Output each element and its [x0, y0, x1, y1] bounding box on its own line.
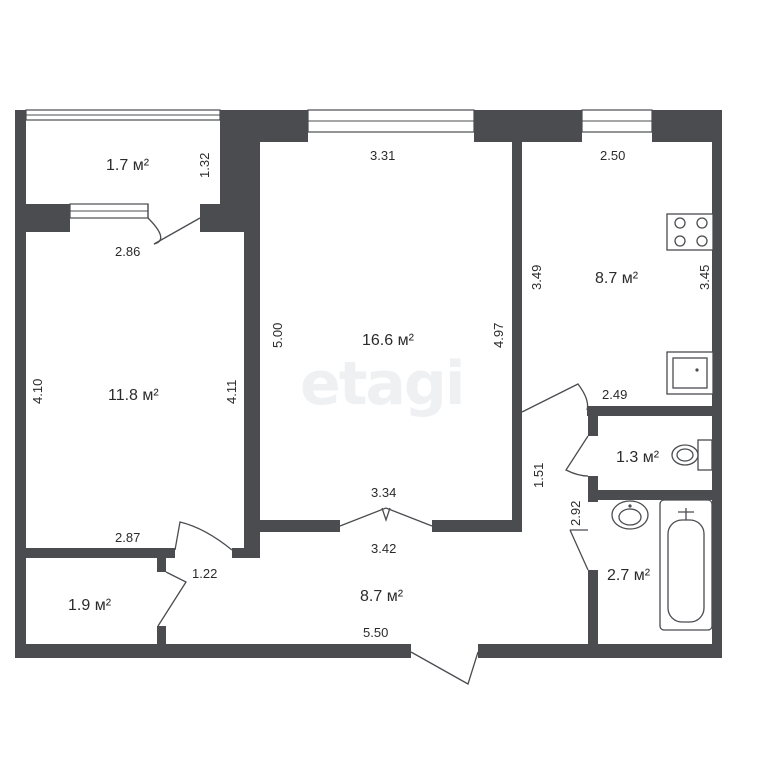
dim-living-top: 3.31 [370, 148, 395, 163]
dim-living-bottom: 3.34 [371, 485, 396, 500]
walls [15, 110, 722, 658]
dim-hall-bottom: 5.50 [363, 625, 388, 640]
dim-kitchen-left: 3.49 [529, 265, 544, 290]
dim-bath-height: 2.92 [568, 501, 583, 526]
dim-living-right: 4.97 [491, 323, 506, 348]
dim-living-left: 5.00 [270, 323, 285, 348]
area-toilet: 1.3 м² [616, 449, 660, 466]
area-kitchen: 8.7 м² [595, 270, 639, 287]
washbasin-icon [611, 500, 649, 530]
stove-icon [666, 213, 714, 251]
dim-kitchen-top: 2.50 [600, 148, 625, 163]
kitchen-sink-icon [666, 351, 714, 395]
dimension-labels: 1.32 2.86 4.10 4.11 2.87 3.31 5.00 4.97 … [30, 148, 712, 640]
dim-corridor-height: 1.51 [531, 463, 546, 488]
area-bedroom: 11.8 м² [108, 387, 159, 404]
dim-bedroom-top: 2.86 [115, 244, 140, 259]
dim-bedroom-right: 4.11 [224, 380, 239, 404]
area-hall: 8.7 м² [360, 588, 404, 605]
dim-balcony-height: 1.32 [197, 153, 212, 178]
watermark: etagi [300, 349, 463, 419]
area-living: 16.6 м² [362, 332, 415, 349]
dim-hall-top: 3.42 [371, 541, 396, 556]
dim-kitchen-bottom: 2.49 [602, 387, 627, 402]
toilet-icon [671, 439, 713, 471]
dim-hall-left: 1.22 [192, 566, 217, 581]
area-bath: 2.7 м² [607, 567, 651, 584]
windows [25, 109, 653, 219]
dim-bedroom-bottom: 2.87 [115, 530, 140, 545]
room-labels: 1.7 м² 11.8 м² 16.6 м² 8.7 м² 1.3 м² 2.7… [68, 157, 660, 614]
bathtub-icon [659, 499, 713, 631]
area-balcony: 1.7 м² [106, 157, 150, 174]
area-storage: 1.9 м² [68, 597, 112, 614]
doors [147, 204, 589, 685]
dim-bedroom-left: 4.10 [30, 379, 45, 404]
dim-kitchen-right: 3.45 [697, 265, 712, 290]
